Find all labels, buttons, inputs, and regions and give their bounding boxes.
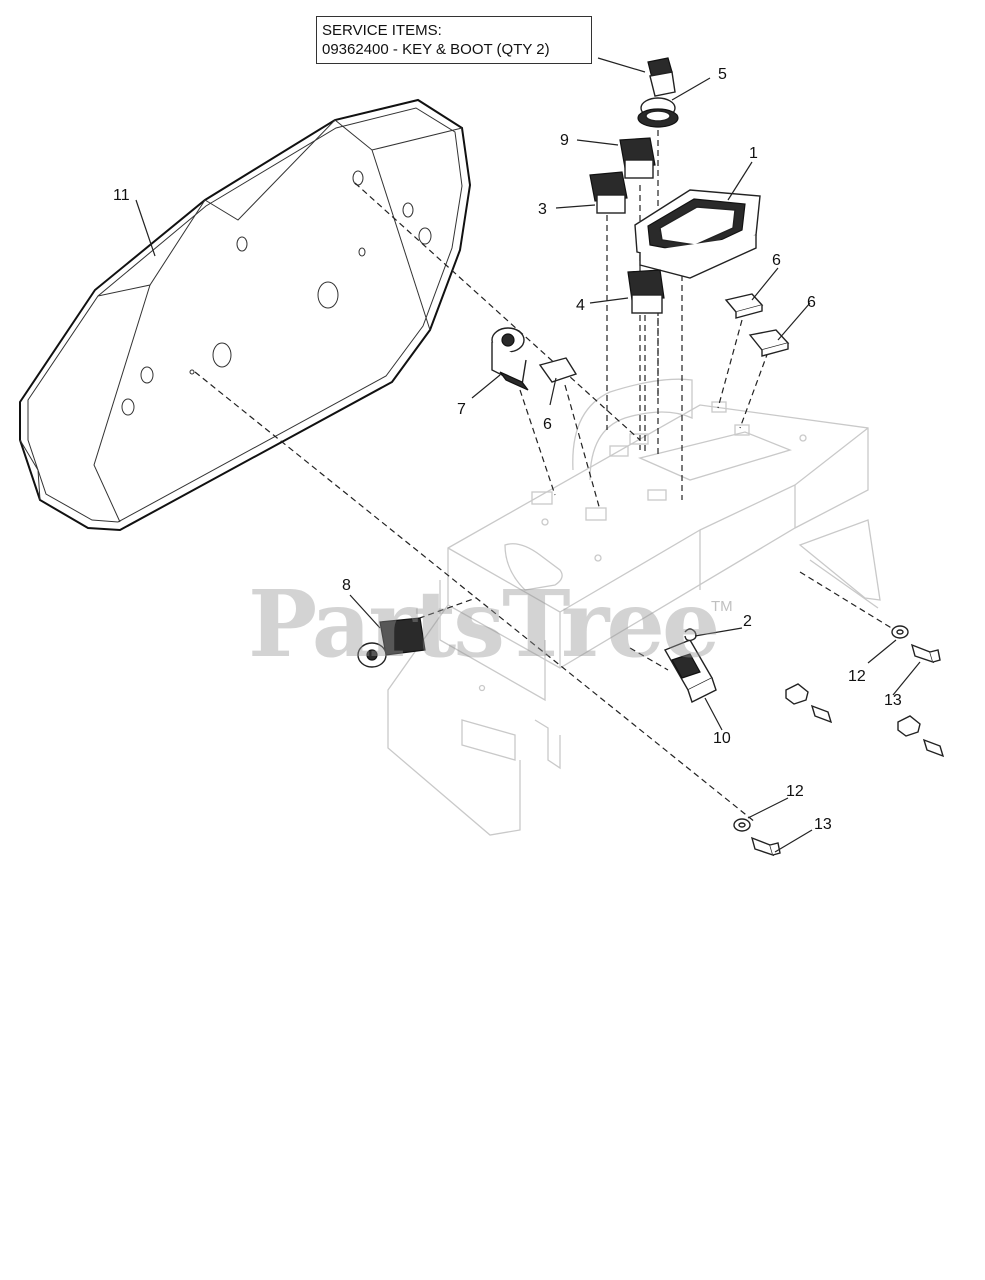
callout-7: 7 xyxy=(457,401,466,418)
key-switch-part-5 xyxy=(637,57,679,128)
bolt-right-1 xyxy=(810,704,833,724)
callout-2: 2 xyxy=(743,613,752,630)
rocker-switch-part-4 xyxy=(627,269,665,314)
callout-12-lower: 12 xyxy=(786,783,804,800)
washer-part-12-lower xyxy=(733,818,751,832)
push-switch-part-7 xyxy=(491,327,529,391)
callout-3: 3 xyxy=(538,201,547,218)
service-items-box: SERVICE ITEMS: 09362400 - KEY & BOOT (QT… xyxy=(316,16,592,64)
callout-6-top: 6 xyxy=(772,252,781,269)
callout-4: 4 xyxy=(576,297,585,314)
nut-right-1 xyxy=(785,683,809,705)
connector-part-10 xyxy=(663,639,717,703)
callout-8: 8 xyxy=(342,577,351,594)
callout-6-left: 6 xyxy=(543,416,552,433)
switch-plug-part-6-right xyxy=(748,329,790,357)
callout-13-lower: 13 xyxy=(814,816,832,833)
callout-5: 5 xyxy=(718,66,727,83)
callout-13-upper: 13 xyxy=(884,692,902,709)
switch-plug-part-6-top xyxy=(724,293,764,319)
rocker-switch-part-3 xyxy=(589,171,628,214)
switch-plug-part-6-left xyxy=(538,357,578,383)
callout-9: 9 xyxy=(560,132,569,149)
callout-labels: 1 2 3 4 5 6 6 6 7 8 9 10 11 12 12 13 13 xyxy=(113,66,902,833)
display-bezel-part-1 xyxy=(634,189,761,279)
push-switch-part-8 xyxy=(357,617,426,668)
clip-part-2 xyxy=(684,628,697,642)
washer-part-12-upper xyxy=(891,625,909,639)
bolt-part-13-upper xyxy=(910,643,941,664)
service-items-title: SERVICE ITEMS: xyxy=(322,22,442,39)
bolt-right-2 xyxy=(922,738,945,758)
trademark-mark: TM xyxy=(711,598,733,615)
callout-1: 1 xyxy=(749,145,758,162)
nut-right-2 xyxy=(897,715,921,737)
callout-11: 11 xyxy=(113,187,130,204)
bolt-part-13-lower xyxy=(750,836,781,857)
rocker-switch-part-9 xyxy=(619,137,656,179)
callout-10: 10 xyxy=(713,730,731,747)
service-items-entry: 09362400 - KEY & BOOT (QTY 2) xyxy=(322,41,550,58)
leader-lines xyxy=(135,57,921,853)
callout-12-upper: 12 xyxy=(848,668,866,685)
callout-6-right: 6 xyxy=(807,294,816,311)
partstree-watermark: PartsTree xyxy=(248,570,720,678)
dash-shroud-part-11 xyxy=(19,98,472,532)
